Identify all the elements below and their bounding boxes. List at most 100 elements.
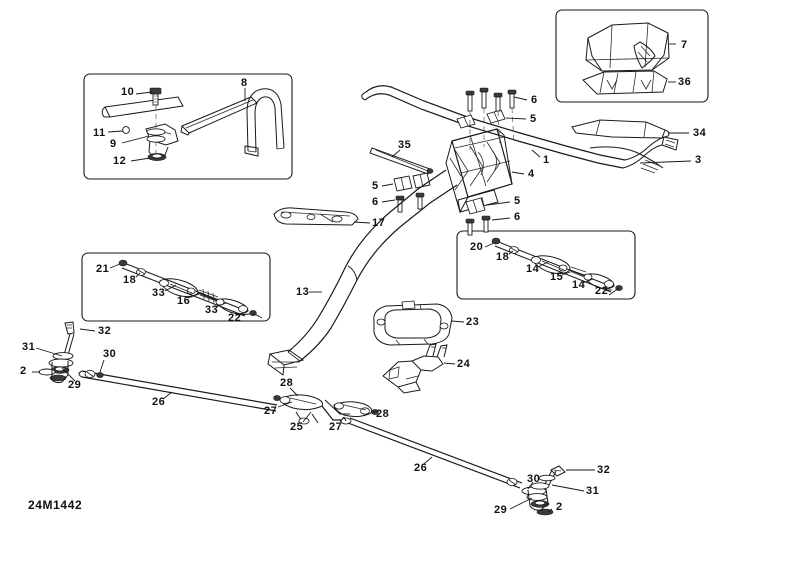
leader-26-right bbox=[423, 456, 433, 465]
clamp-5-top-left bbox=[456, 114, 476, 129]
callout-30-right: 30 bbox=[527, 473, 541, 485]
clamp-5-bottom bbox=[465, 197, 486, 215]
inset-callout-16: 16 bbox=[177, 295, 191, 307]
leader-5-left bbox=[381, 183, 394, 187]
leader-28-left bbox=[289, 387, 299, 397]
inset-callout-9: 9 bbox=[110, 138, 117, 150]
console-part-7 bbox=[585, 22, 670, 72]
inset-callout-10: 10 bbox=[121, 86, 135, 98]
grip-nut-12 bbox=[147, 153, 167, 161]
callout-31-right: 31 bbox=[586, 485, 600, 497]
leader-1 bbox=[531, 149, 541, 158]
clamp-5-top-right bbox=[486, 109, 506, 124]
callout-31-left: 31 bbox=[22, 341, 36, 353]
handlebar-grip-3 bbox=[589, 146, 664, 174]
leader-15 bbox=[561, 270, 574, 276]
inset-callout-15: 15 bbox=[550, 271, 564, 283]
callout-4: 4 bbox=[528, 168, 535, 180]
inset-callout-14a: 14 bbox=[526, 263, 540, 275]
tie-rod-left-assembly bbox=[118, 259, 263, 319]
callout-5-top: 5 bbox=[530, 113, 537, 125]
handlebar-part-1 bbox=[361, 85, 679, 169]
leader-6-left bbox=[381, 199, 396, 203]
console-part-36 bbox=[582, 70, 668, 95]
inset-callout-7: 7 bbox=[681, 39, 688, 51]
inset-callout-8: 8 bbox=[241, 77, 248, 89]
leader-23 bbox=[450, 320, 465, 323]
steering-arm-right bbox=[347, 417, 566, 516]
leader-20 bbox=[484, 242, 495, 248]
inset-callout-22b: 22 bbox=[595, 285, 609, 297]
clamp-5-left bbox=[393, 172, 431, 192]
callout-6-bot: 6 bbox=[514, 211, 521, 223]
leader-16 bbox=[187, 292, 203, 299]
callout-29-left: 29 bbox=[68, 379, 82, 391]
callout-2-right: 2 bbox=[556, 501, 563, 513]
callout-25: 25 bbox=[290, 421, 304, 433]
callout-26-right: 26 bbox=[414, 462, 428, 474]
steering-link-17 bbox=[273, 207, 359, 226]
leader-3 bbox=[639, 160, 692, 164]
handlebar-pad-34 bbox=[571, 119, 670, 139]
leader-24 bbox=[443, 362, 456, 365]
inset-callout-22a: 22 bbox=[228, 312, 242, 324]
callout-5-left: 5 bbox=[372, 180, 379, 192]
steering-support-bracket-4 bbox=[445, 128, 513, 214]
grip-washer-9 bbox=[146, 128, 166, 136]
steering-strap-35 bbox=[369, 147, 434, 175]
inset-callout-18a: 18 bbox=[123, 274, 137, 286]
callout-28-left: 28 bbox=[280, 377, 294, 389]
inset-callout-36: 36 bbox=[678, 76, 692, 88]
center-pivot-assembly bbox=[273, 394, 379, 425]
steering-arm-left bbox=[38, 321, 278, 412]
callout-13: 13 bbox=[296, 286, 310, 298]
leader-33a bbox=[164, 284, 177, 292]
leader-12 bbox=[130, 157, 151, 162]
grip-part-8 bbox=[244, 88, 285, 157]
leader-32-left bbox=[79, 328, 96, 332]
callout-27-left: 27 bbox=[264, 405, 278, 417]
callout-5-bot: 5 bbox=[514, 195, 521, 207]
inset-callout-20: 20 bbox=[470, 241, 484, 253]
inset-callout-11: 11 bbox=[93, 127, 106, 139]
grip-washer-9b bbox=[146, 135, 166, 143]
leader-6-bot bbox=[491, 217, 511, 221]
leader-5-bot bbox=[486, 201, 511, 206]
callout-1: 1 bbox=[543, 154, 550, 166]
inset-box-top-right bbox=[555, 9, 709, 103]
inset-callout-33a: 33 bbox=[152, 287, 166, 299]
bolts-6-left bbox=[395, 192, 425, 213]
inset-callout-33b: 33 bbox=[205, 304, 219, 316]
leader-31-right bbox=[551, 484, 585, 492]
inset-callout-18b: 18 bbox=[496, 251, 510, 263]
leader-4 bbox=[511, 171, 525, 175]
callout-17: 17 bbox=[372, 217, 386, 229]
inset-callout-21: 21 bbox=[96, 263, 110, 275]
leader-22a bbox=[235, 313, 251, 316]
leader-18b bbox=[508, 250, 514, 255]
inset-box-upper-left bbox=[83, 73, 293, 180]
leader-11 bbox=[107, 130, 124, 133]
leader-26-left bbox=[162, 391, 173, 400]
callout-30-left: 30 bbox=[103, 348, 117, 360]
callout-26-left: 26 bbox=[152, 396, 166, 408]
inset-box-mid-right bbox=[456, 230, 636, 300]
leader-14a bbox=[537, 261, 549, 268]
callout-35: 35 bbox=[398, 139, 412, 151]
steering-column-13 bbox=[267, 169, 458, 376]
leader-31-left bbox=[35, 347, 63, 357]
leader-2-right bbox=[547, 508, 553, 513]
grip-part-11 bbox=[122, 126, 130, 134]
bolts-6-top bbox=[465, 87, 517, 150]
callout-27-right: 27 bbox=[329, 421, 343, 433]
steering-cover-23 bbox=[373, 300, 453, 346]
leader-18a bbox=[135, 272, 141, 278]
leader-33b bbox=[215, 302, 227, 308]
callout-32-left: 32 bbox=[98, 325, 112, 337]
grip-part-8-strip bbox=[180, 96, 258, 136]
leader-25 bbox=[302, 411, 312, 423]
diagram-code: 24M1442 bbox=[28, 498, 83, 512]
leader-10 bbox=[135, 91, 153, 95]
leader-21 bbox=[109, 263, 121, 269]
